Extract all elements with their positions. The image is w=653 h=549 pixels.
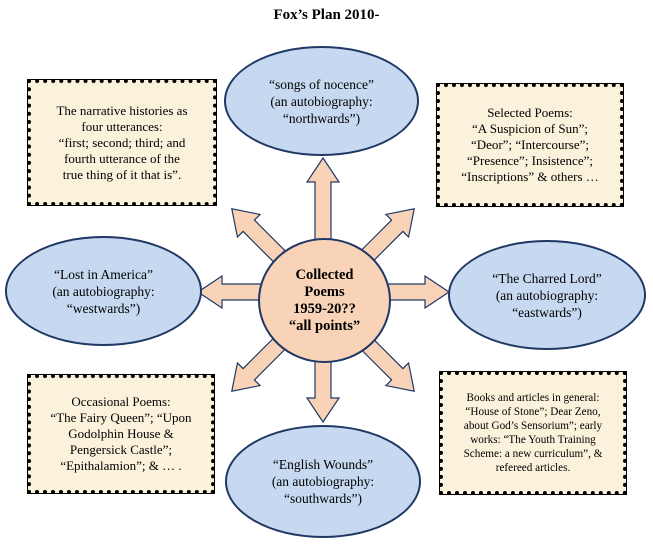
box-line: Pengersick Castle”; [69, 442, 173, 457]
box-line: “House of Stone”; Dear Zeno, [465, 406, 601, 418]
box-line: Selected Poems: [487, 105, 573, 120]
box-line: “first; second; third; and [58, 134, 186, 150]
ellipse-line: (an autobiography: [270, 93, 373, 109]
box-line: four utterances: [81, 118, 163, 134]
box-line: Scheme: a new curriculum”, & [463, 448, 603, 460]
center-line: “all points” [288, 317, 361, 334]
ellipse-line: “Lost in America” [54, 266, 153, 282]
ellipse-line: “songs of nocence” [269, 76, 374, 92]
east-ellipse: “The Charred Lord” (an autobiography: “e… [448, 240, 646, 350]
selected-poems-box: Selected Poems: “A Suspicion of Sun”; “D… [436, 83, 624, 207]
arrow-southeast [360, 337, 415, 392]
occasional-poems-box: Occasional Poems: “The Fairy Queen”; “Up… [27, 374, 215, 494]
ellipse-line: “eastwards”) [512, 304, 582, 320]
arrow-east [384, 274, 451, 310]
west-ellipse: “Lost in America” (an autobiography: “we… [5, 236, 202, 346]
box-line: Occasional Poems: [71, 394, 171, 409]
arrow-north [305, 156, 341, 246]
center-circle: Collected Poems 1959-20?? “all points” [258, 238, 391, 363]
box-line: refereed articles. [495, 462, 571, 474]
arrow-northeast [360, 208, 415, 263]
center-line: Collected [295, 266, 354, 283]
ellipse-line: “westwards”) [66, 300, 141, 316]
ellipse-line: “English Wounds” [272, 457, 374, 472]
box-line: Books and articles in general: [466, 392, 600, 404]
arrow-south [305, 354, 341, 424]
box-line: “Deor”; “Intercourse”; [470, 137, 589, 152]
ellipse-line: (an autobiography: [495, 287, 599, 303]
ellipse-line: “The Charred Lord” [492, 270, 602, 286]
north-ellipse: “songs of nocence” (an autobiography: “n… [224, 46, 419, 156]
diagram-title: Fox’s Plan 2010- [273, 7, 380, 23]
box-line: works: “The Youth Training [470, 434, 596, 446]
box-line: “Presence”; Insistence”; [467, 153, 593, 168]
ellipse-line: “northwards”) [282, 110, 361, 126]
box-line: about God’s Sensorium”; early [463, 420, 603, 432]
arrow-west [196, 274, 263, 310]
box-line: “Epithalamion”; & … . [60, 458, 182, 473]
center-line: 1959-20?? [293, 300, 356, 317]
ellipse-line: (an autobiography: [52, 283, 155, 299]
center-line: Poems [304, 283, 345, 300]
ellipse-line: “southwards”) [284, 491, 362, 506]
books-and-articles-box: Books and articles in general: “House of… [439, 371, 627, 495]
box-line: “The Fairy Queen”; “Upon [50, 410, 192, 425]
box-line: Godolphin House & [68, 426, 174, 441]
box-line: “Inscriptions” & others … [461, 169, 599, 184]
box-line: The narrative histories as [56, 102, 188, 118]
box-line: true thing of it that is”. [62, 166, 182, 182]
arrow-southwest [231, 337, 286, 392]
narrative-histories-box: The narrative histories as four utteranc… [27, 79, 217, 206]
ellipse-line: (an autobiography: [271, 474, 375, 489]
box-line: fourth utterance of the [64, 150, 180, 166]
box-line: “A Suspicion of Sun”; [472, 121, 588, 136]
south-ellipse: “English Wounds” (an autobiography: “sou… [225, 425, 421, 538]
arrow-northwest [231, 208, 286, 263]
